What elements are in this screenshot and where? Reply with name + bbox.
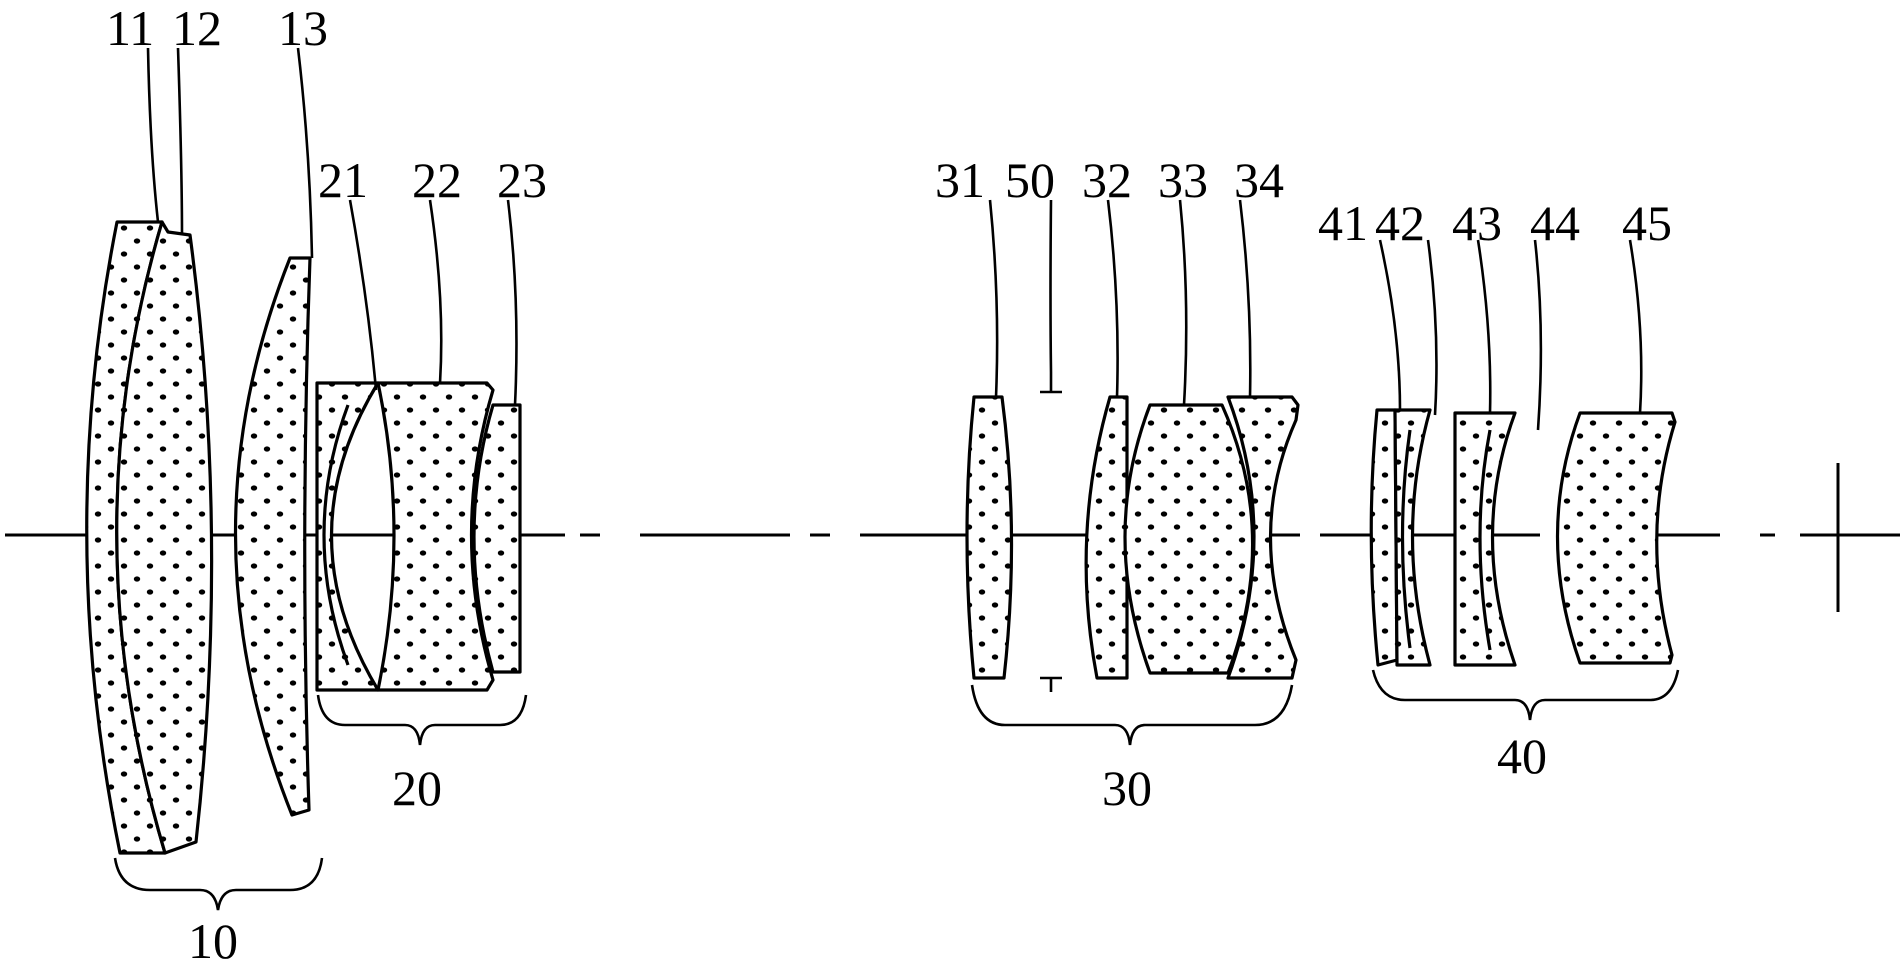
label-10: 10 [188, 913, 238, 962]
label-34: 34 [1234, 152, 1284, 208]
aperture-stop-top [1040, 372, 1062, 394]
label-11: 11 [106, 0, 154, 56]
lens-13 [233, 256, 312, 817]
lens-44 [1453, 411, 1517, 667]
label-44: 44 [1530, 195, 1580, 251]
label-21: 21 [318, 152, 368, 208]
lens-22 [376, 381, 495, 692]
lens-group-20 [315, 381, 522, 692]
label-31: 31 [935, 152, 985, 208]
label-23: 23 [497, 152, 547, 208]
label-45: 45 [1622, 195, 1672, 251]
brace-30 [970, 684, 1294, 746]
brace-40 [1371, 669, 1680, 721]
label-41: 41 [1318, 195, 1368, 251]
label-13: 13 [278, 0, 328, 56]
label-43: 43 [1452, 195, 1502, 251]
lens-41 [1369, 408, 1399, 667]
lens-34 [1226, 395, 1300, 680]
lens-31 [965, 395, 1014, 680]
leader-lines [146, 47, 1643, 431]
element-labels: 11 12 13 21 22 23 31 50 32 33 34 41 42 4… [106, 0, 1672, 251]
label-30: 30 [1102, 760, 1152, 816]
lens-45 [1555, 411, 1677, 665]
group-braces [113, 669, 1680, 911]
aperture-stop-bottom [1040, 676, 1062, 692]
label-20: 20 [392, 760, 442, 816]
label-22: 22 [412, 152, 462, 208]
label-50: 50 [1005, 152, 1055, 208]
label-42: 42 [1375, 195, 1425, 251]
lens-23 [472, 403, 522, 674]
lens-33 [1123, 403, 1255, 675]
label-33: 33 [1158, 152, 1208, 208]
lens-32 [1084, 395, 1129, 680]
label-32: 32 [1082, 152, 1132, 208]
brace-20 [316, 694, 528, 746]
lens-42-43 [1393, 408, 1432, 667]
brace-10 [113, 857, 324, 911]
lens-group-10 [85, 220, 312, 855]
lens-group-40 [1369, 408, 1677, 667]
label-12: 12 [172, 0, 222, 56]
lens-12 [115, 220, 214, 855]
lens-group-30 [965, 372, 1300, 692]
label-40: 40 [1497, 728, 1547, 784]
group-labels: 10 20 30 40 [188, 728, 1547, 962]
